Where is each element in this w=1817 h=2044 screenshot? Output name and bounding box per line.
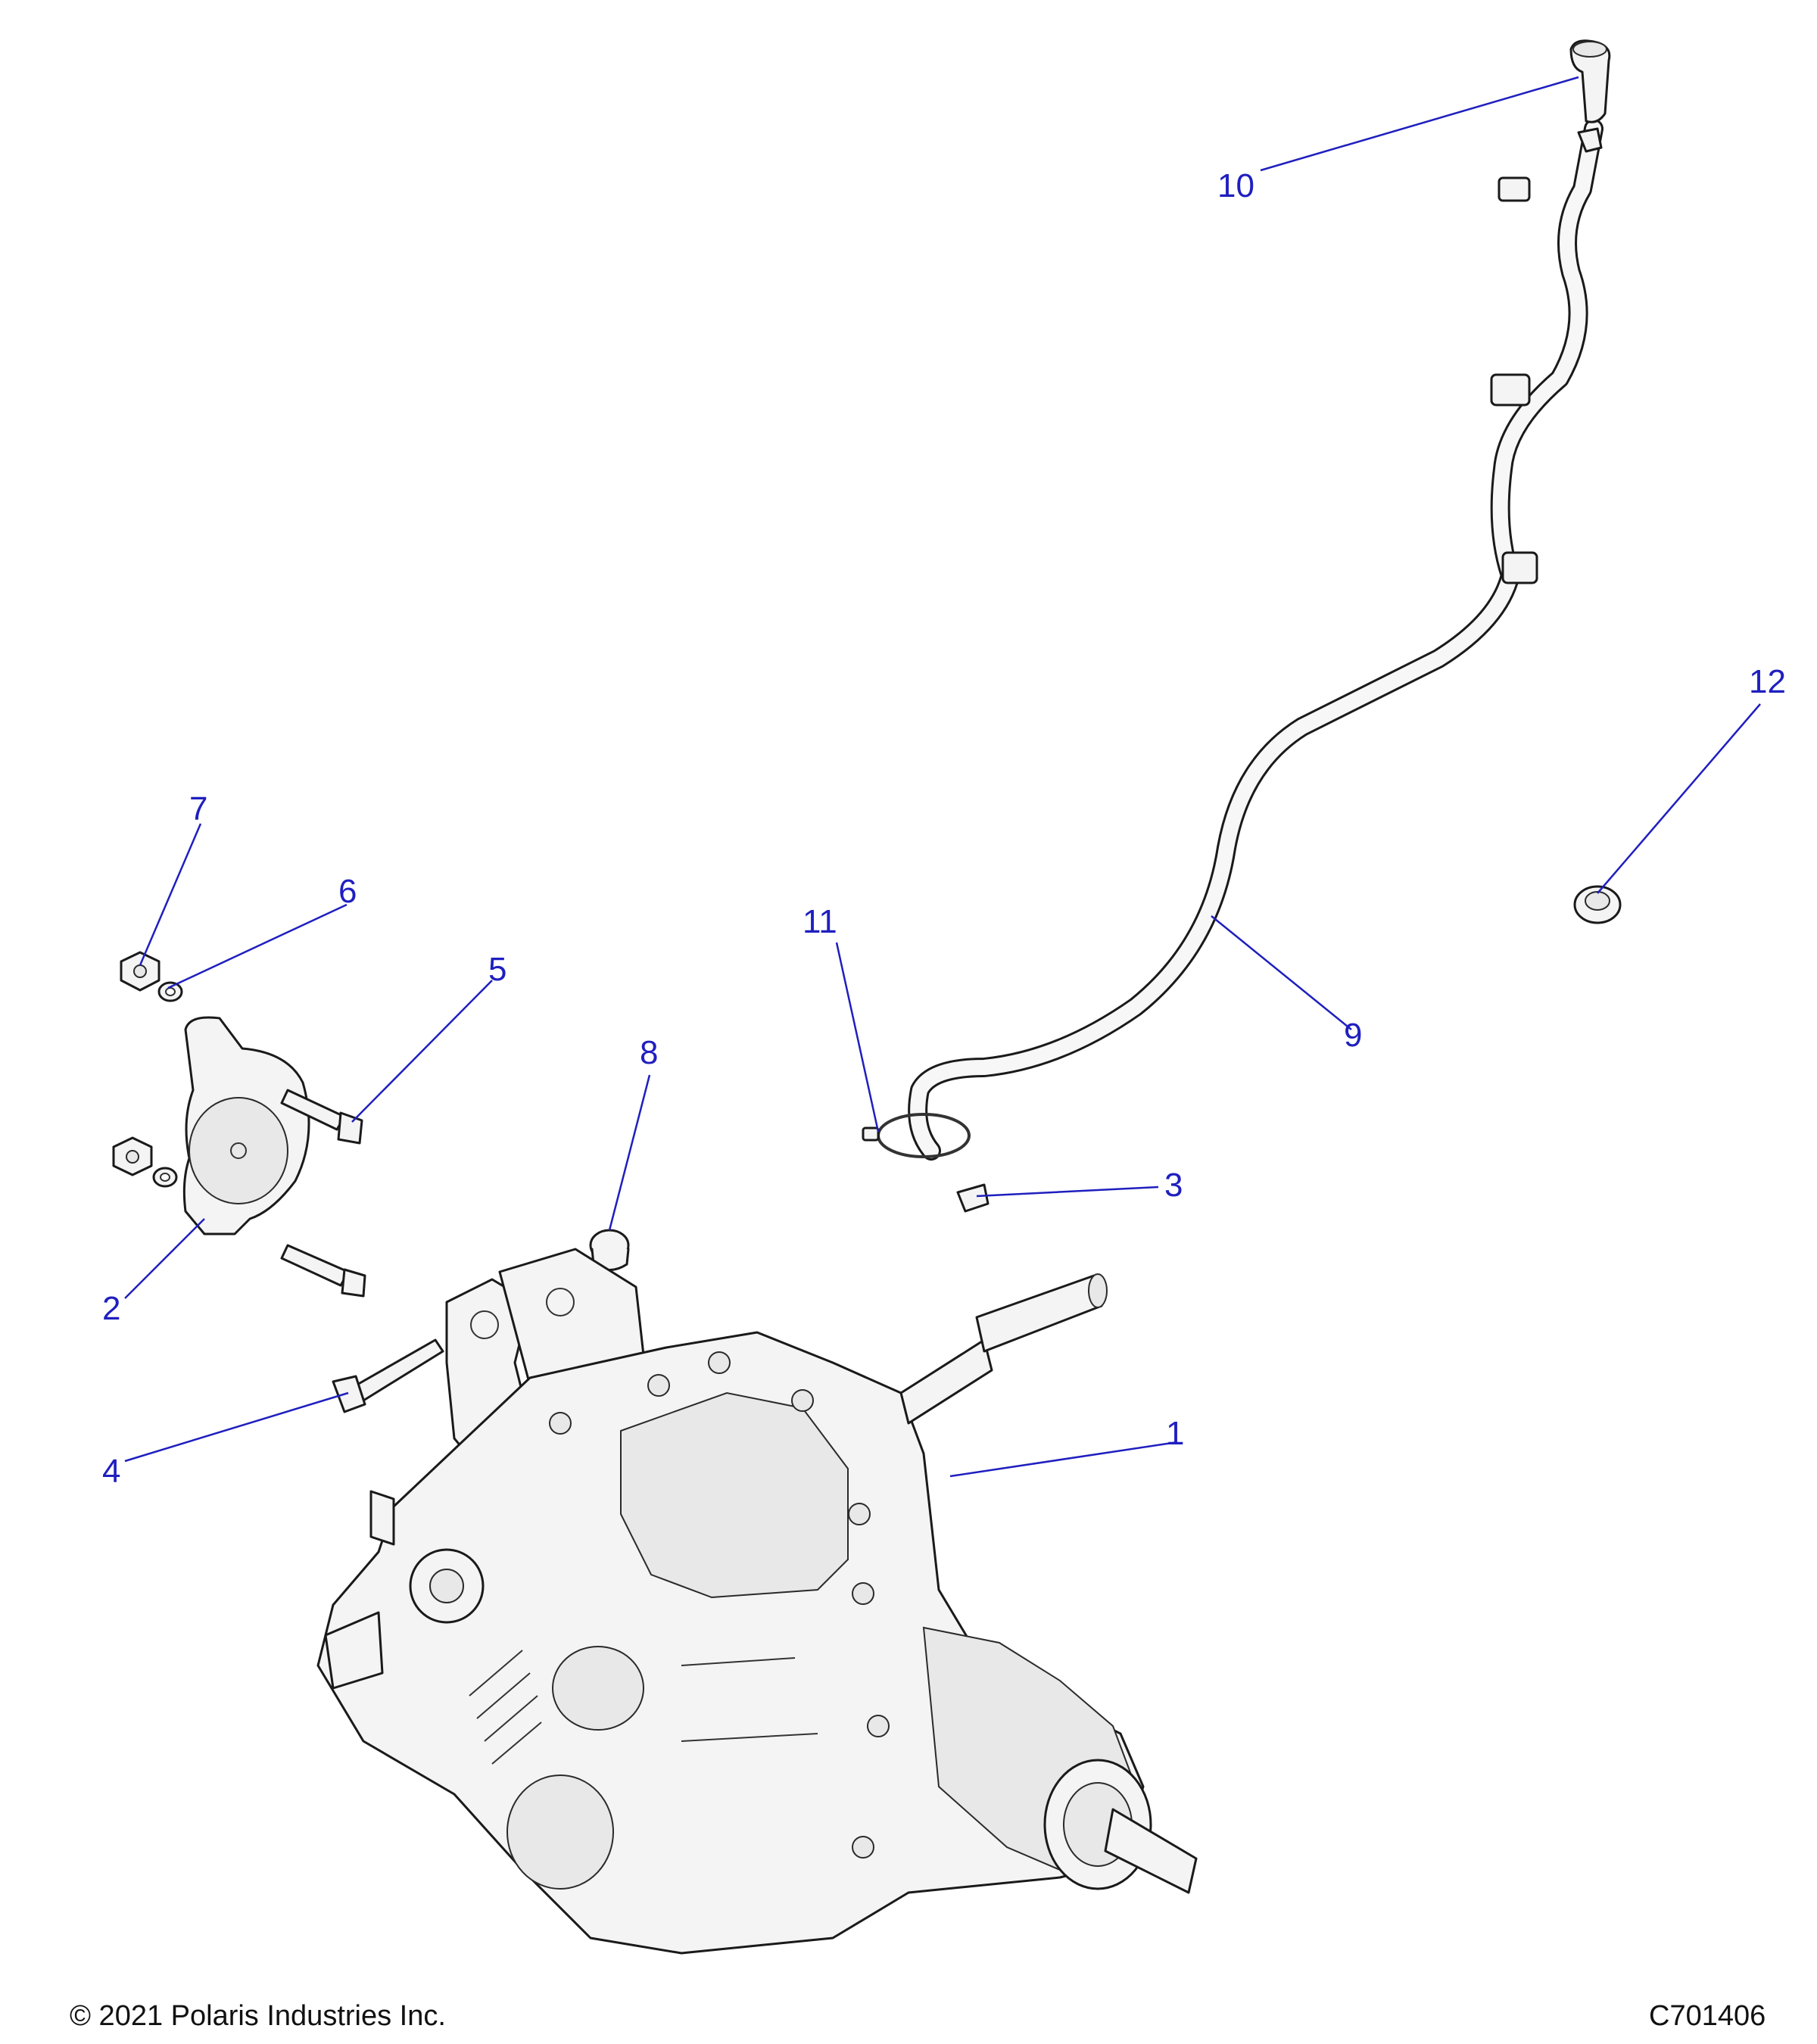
callout-5: 5 [488,951,506,988]
callout-12: 12 [1749,663,1786,700]
callout-1: 1 [1166,1415,1184,1452]
vent-fitting [1569,39,1611,153]
speed-sensor-assembly [112,951,366,1298]
callout-11: 11 [803,903,837,940]
callout-4: 4 [102,1453,120,1490]
callout-8: 8 [640,1034,658,1071]
callout-2: 2 [102,1290,120,1327]
transmission [316,1248,1198,1955]
plug [956,1183,990,1213]
callout-labels: 10 12 9 11 3 1 8 7 6 5 2 4 [102,167,1786,1490]
callout-9: 9 [1344,1017,1362,1054]
callout-3: 3 [1164,1167,1183,1204]
callout-7: 7 [189,790,207,827]
hose-end-clamp [862,1113,971,1158]
drawing-number: C701406 [1649,2000,1766,2032]
vent-hose [908,119,1604,1161]
callout-6: 6 [338,873,357,910]
copyright-notice: © 2021 Polaris Industries Inc. [70,2000,446,2032]
hose-clamp [1573,885,1622,924]
mounting-bolt [332,1338,444,1413]
leader-lines [124,76,1761,1478]
callout-10: 10 [1217,167,1254,204]
